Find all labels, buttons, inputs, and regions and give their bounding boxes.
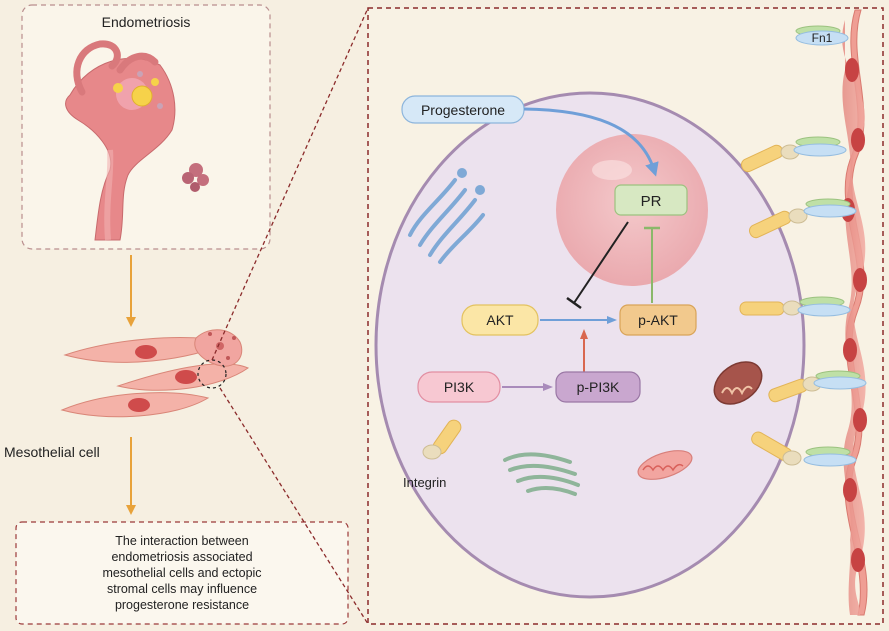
golgi-organelle (408, 168, 485, 264)
fn1-label: Fn1 (812, 31, 833, 45)
mesothelial-label: Mesothelial cell (4, 444, 100, 460)
integrin-binding-sites (739, 136, 867, 467)
p-pi3k-label: p-PI3K (577, 379, 620, 395)
summary-line: progesterone resistance (115, 598, 249, 612)
summary-box (15, 521, 349, 625)
p-akt-label: p-AKT (638, 312, 678, 328)
summary-line: mesothelial cells and ectopic (102, 566, 261, 580)
mesothelial-cells (60, 329, 250, 418)
p-akt-box (619, 304, 697, 336)
left-panel: Endometriosis (4, 4, 369, 625)
integrin-membrane (422, 419, 462, 460)
akt-label: AKT (486, 312, 514, 328)
summary-line: endometriosis associated (111, 550, 252, 564)
pr-inhibit-line (573, 221, 629, 304)
pr-box (614, 184, 688, 216)
progesterone-label: Progesterone (421, 102, 505, 118)
er-organelle (503, 452, 580, 496)
summary-line: stromal cells may influence (107, 582, 257, 596)
pr-label: PR (641, 193, 662, 210)
p-pi3k-box (555, 371, 641, 403)
integrin-label: Integrin (403, 475, 446, 490)
endometriosis-title: Endometriosis (102, 14, 191, 30)
akt-box (461, 304, 539, 336)
mitochondrion-lower (637, 450, 693, 480)
zoom-line-bottom (219, 387, 369, 625)
right-panel: Progesterone PR AKT p-AKT PI3K p-PI3K (367, 7, 884, 625)
pr-inhibit-bar (566, 296, 582, 310)
pi3k-label: PI3K (444, 379, 475, 395)
summary-text: The interaction between endometriosis as… (102, 534, 261, 612)
pi3k-box (417, 371, 501, 403)
summary-line: The interaction between (115, 534, 248, 548)
progesterone-arrow (523, 107, 659, 177)
mitochondrion-upper (713, 361, 763, 405)
zoom-line-top (211, 7, 369, 361)
fn1-pill (795, 25, 849, 46)
uterus-illustration (65, 40, 209, 241)
